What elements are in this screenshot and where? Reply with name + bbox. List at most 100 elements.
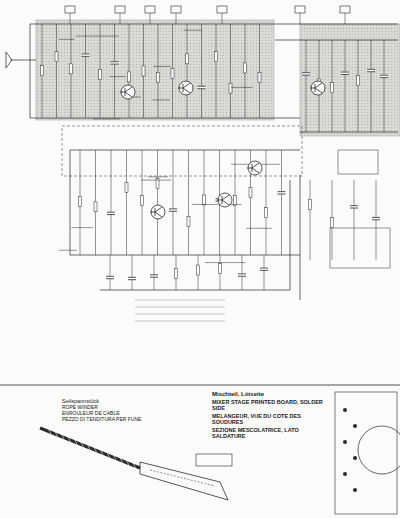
- capacitor-symbol: [238, 276, 246, 277]
- part-caption: Seilspannstück: [62, 398, 202, 404]
- capacitor-symbol: [341, 72, 349, 73]
- wire: [110, 76, 126, 77]
- capacitor-symbol: [82, 53, 90, 54]
- solder-pad: [343, 408, 347, 412]
- capacitor-symbol: [260, 270, 268, 271]
- capacitor-symbol: [372, 219, 380, 220]
- resistor-symbol: [142, 66, 145, 76]
- capacitor-gap: [278, 191, 286, 194]
- rope-twist: [55, 431, 58, 437]
- wire: [371, 40, 372, 132]
- capacitor-symbol: [107, 212, 115, 213]
- wire: [56, 24, 57, 118]
- wire: [111, 150, 112, 255]
- rope-twist: [81, 441, 84, 447]
- capacitor-gap: [169, 209, 177, 212]
- wire: [384, 40, 385, 132]
- solder-pad: [343, 472, 347, 476]
- wire: [132, 255, 133, 290]
- solder-pad: [353, 424, 357, 428]
- capacitor-symbol: [150, 274, 158, 275]
- wire: [264, 255, 265, 290]
- wire: [95, 150, 96, 255]
- wire: [184, 30, 202, 31]
- capacitor-symbol: [128, 277, 136, 278]
- wire: [30, 24, 398, 25]
- wire: [290, 180, 291, 290]
- connector-symbol: [145, 6, 155, 13]
- transistor-symbol: [247, 163, 259, 173]
- wire: [150, 13, 151, 24]
- wire: [157, 150, 158, 255]
- capacitor-gap: [302, 72, 310, 75]
- resistor-symbol: [197, 265, 200, 275]
- capacitor-symbol: [278, 191, 286, 192]
- resistor-symbol: [186, 54, 189, 64]
- capacitor-symbol: [372, 217, 380, 218]
- wire: [70, 150, 300, 151]
- rope-twist: [133, 462, 136, 468]
- transistor-symbol: [311, 81, 325, 95]
- wire: [242, 255, 243, 290]
- resistor-symbol: [94, 202, 97, 212]
- wire: [354, 180, 355, 260]
- wire: [148, 176, 168, 177]
- resistor-symbol: [244, 63, 247, 73]
- transistor-symbol: [121, 85, 135, 99]
- capacitor-symbol: [198, 88, 206, 89]
- table-rule: [135, 307, 225, 308]
- transistor-symbol: [179, 81, 193, 95]
- capacitor-gap: [198, 86, 206, 89]
- wire: [259, 24, 260, 118]
- wire: [188, 150, 189, 255]
- rope-twist: [94, 446, 97, 452]
- wire: [129, 24, 130, 118]
- wire: [158, 24, 159, 118]
- wire: [71, 227, 93, 228]
- capacitor-symbol: [111, 61, 119, 62]
- capacitor-symbol: [106, 276, 114, 277]
- wire: [120, 13, 121, 24]
- connector-symbol: [65, 6, 75, 13]
- wire: [85, 24, 86, 118]
- resistor-symbol: [219, 264, 222, 274]
- wire: [201, 24, 202, 118]
- resistor-symbol: [203, 195, 206, 205]
- wire: [126, 150, 127, 255]
- wire: [142, 150, 143, 255]
- rope-twist: [107, 451, 110, 457]
- wire: [30, 24, 31, 118]
- board-caption: MELANGEUR, VUE DU COTE DES SOUDURES: [212, 413, 330, 426]
- capacitor-symbol: [107, 214, 115, 215]
- capacitor-gap: [111, 61, 119, 64]
- wire: [176, 255, 177, 290]
- board-caption: SEZIONE MESCOLATRICE, LATO SALDATURE: [212, 427, 330, 440]
- wire: [281, 150, 282, 255]
- pcb-trace: [358, 426, 400, 474]
- wire: [266, 150, 267, 255]
- resistor-symbol: [70, 64, 73, 74]
- wire: [59, 39, 75, 40]
- resistor-symbol: [234, 195, 237, 205]
- wire: [300, 13, 301, 24]
- wire: [216, 24, 217, 118]
- wire: [205, 262, 246, 263]
- capacitor-symbol: [198, 86, 206, 87]
- capacitor-gap: [128, 277, 136, 280]
- wire: [143, 24, 144, 118]
- wire: [187, 24, 188, 118]
- capacitor-gap: [238, 274, 246, 277]
- wire: [71, 24, 72, 118]
- wire: [306, 40, 307, 132]
- capacitor-gap: [260, 268, 268, 271]
- wire: [114, 24, 115, 118]
- table-rule: [135, 314, 225, 315]
- capacitor-symbol: [169, 208, 177, 209]
- resistor-symbol: [175, 268, 178, 278]
- transistor-symbol: [178, 83, 190, 93]
- wire: [100, 290, 290, 291]
- rope-twist: [48, 428, 51, 434]
- rope-twist: [100, 449, 103, 455]
- transistor-symbol: [248, 161, 262, 175]
- wire: [152, 99, 170, 100]
